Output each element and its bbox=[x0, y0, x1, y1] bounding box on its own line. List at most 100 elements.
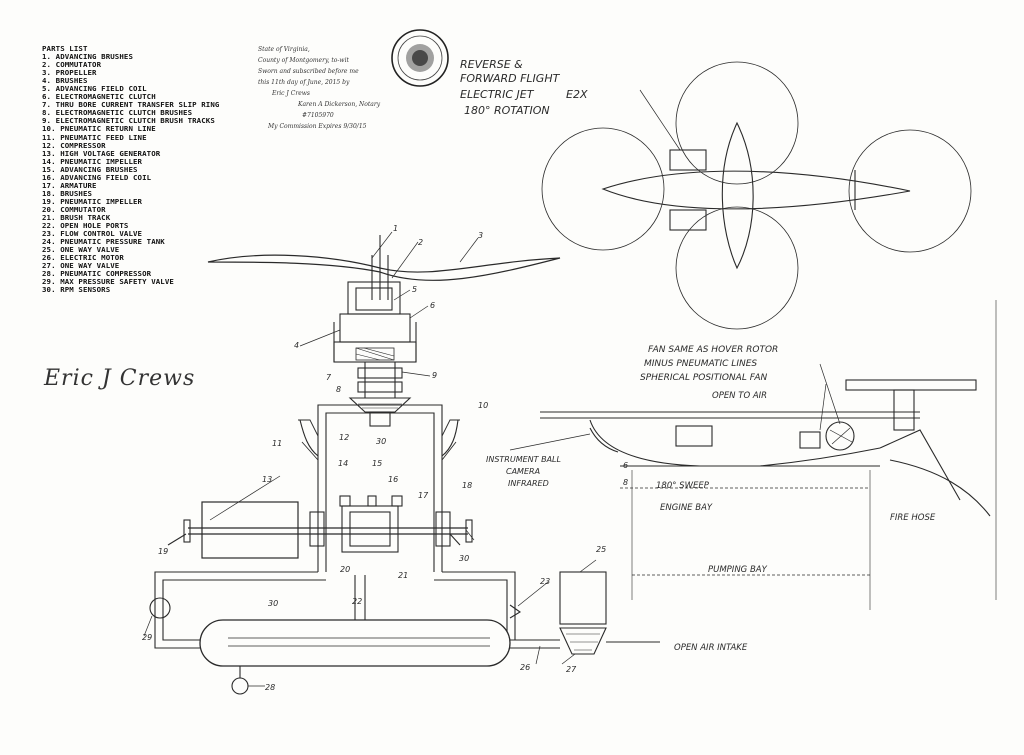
label-side-mark-8: 8 bbox=[623, 478, 628, 487]
label-engine-bay: ENGINE BAY bbox=[660, 503, 713, 513]
parts-list-item: 11. PNEUMATIC FEED LINE bbox=[42, 132, 147, 142]
parts-list-item: 3. PROPELLER bbox=[42, 68, 97, 78]
parts-list-item: 2. COMMUTATOR bbox=[42, 60, 102, 70]
callout-number: 5 bbox=[412, 285, 417, 294]
parts-list-item: 22. OPEN HOLE PORTS bbox=[42, 221, 129, 231]
parts-list-item: 5. ADVANCING FIELD COIL bbox=[42, 84, 147, 94]
notary-line: Karen A Dickerson, Notary bbox=[298, 101, 381, 108]
quad-rotor-top-view bbox=[541, 61, 972, 330]
callout-number: 9 bbox=[432, 371, 437, 380]
parts-list-item: 13. HIGH VOLTAGE GENERATOR bbox=[42, 148, 161, 158]
parts-list-item: 20. COMMUTATOR bbox=[42, 204, 106, 214]
notary-line: State of Virginia, bbox=[258, 46, 310, 53]
parts-list-item: 23. FLOW CONTROL VALVE bbox=[42, 229, 143, 239]
callout-number: 25 bbox=[596, 545, 606, 554]
label-fan-note-1: FAN SAME AS HOVER ROTOR bbox=[648, 345, 778, 355]
parts-list-item: 9. ELECTROMAGNETIC CLUTCH BRUSH TRACKS bbox=[42, 116, 215, 126]
electric-motor-compressor bbox=[559, 571, 660, 655]
label-flight-line1: REVERSE & bbox=[460, 58, 523, 71]
callout-number: 18 bbox=[462, 481, 472, 490]
label-infrared: INFRARED bbox=[508, 479, 549, 488]
notary-line: County of Montgomery, to-wit bbox=[258, 57, 349, 64]
parts-list-item: 12. COMPRESSOR bbox=[42, 140, 106, 150]
label-fan-note-3: SPHERICAL POSITIONAL FAN bbox=[640, 373, 768, 383]
pneumatic-lines bbox=[149, 571, 522, 649]
parts-list-item: 27. ONE WAY VALVE bbox=[42, 261, 120, 271]
notary-line: Eric J Crews bbox=[272, 90, 310, 97]
side-profile-view bbox=[540, 300, 997, 610]
notary-block: State of Virginia, County of Montgomery, … bbox=[258, 44, 438, 132]
parts-list-item: 29. MAX PRESSURE SAFETY VALVE bbox=[42, 277, 174, 287]
label-flight-line2: FORWARD FLIGHT bbox=[460, 72, 561, 85]
label-side-mark-6: 6 bbox=[623, 461, 628, 470]
parts-list-item: 17. ARMATURE bbox=[42, 180, 97, 190]
callout-number: 12 bbox=[339, 433, 349, 442]
parts-list-item: 6. ELECTROMAGNETIC CLUTCH bbox=[42, 92, 156, 102]
notary-seal bbox=[391, 29, 449, 87]
label-open-to-air: OPEN TO AIR bbox=[712, 391, 767, 401]
callout-number: 16 bbox=[388, 475, 398, 484]
parts-list-item: 28. PNEUMATIC COMPRESSOR bbox=[42, 269, 152, 279]
label-sweep: 180° SWEEP bbox=[656, 481, 710, 491]
parts-list-item: 25. ONE WAY VALVE bbox=[42, 245, 120, 255]
callout-number: 14 bbox=[338, 459, 348, 468]
callout-number: 27 bbox=[566, 665, 577, 674]
callout-number: 30 bbox=[268, 599, 278, 608]
notary-line: this 11th day of June, 2015 by bbox=[258, 79, 350, 86]
label-instrument-ball: INSTRUMENT BALL bbox=[486, 455, 561, 464]
parts-list-item: 4. BRUSHES bbox=[42, 76, 88, 86]
pneumatic-frame bbox=[298, 404, 460, 572]
callout-number: 1 bbox=[393, 224, 398, 233]
callout-number: 7 bbox=[326, 373, 332, 382]
label-fire-hose: FIRE HOSE bbox=[890, 513, 936, 523]
notary-line: #7105970 bbox=[302, 112, 334, 119]
parts-list-item: 18. BRUSHES bbox=[42, 188, 93, 198]
callout-number: 15 bbox=[372, 459, 382, 468]
generator-shaft bbox=[167, 495, 473, 559]
callout-number: 23 bbox=[540, 577, 550, 586]
callout-number: 30 bbox=[376, 437, 386, 446]
inventor-signature: Eric J Crews bbox=[44, 366, 196, 391]
parts-list-title: PARTS LIST bbox=[42, 44, 88, 53]
parts-list-item: 14. PNEUMATIC IMPELLER bbox=[42, 156, 143, 166]
parts-list-item: 8. ELECTROMAGNETIC CLUTCH BRUSHES bbox=[42, 108, 193, 118]
callout-number: 3 bbox=[478, 231, 483, 240]
parts-list-item: 15. ADVANCING BRUSHES bbox=[42, 164, 138, 174]
callout-number: 20 bbox=[340, 565, 350, 574]
callout-leaders bbox=[143, 89, 841, 687]
pressure-tank bbox=[199, 619, 560, 695]
callout-number: 2 bbox=[418, 238, 423, 247]
callout-number: 30 bbox=[459, 554, 469, 563]
parts-list-item: 30. RPM SENSORS bbox=[42, 285, 111, 295]
notary-line: My Commission Expires 9/30/15 bbox=[268, 123, 367, 130]
callout-number: 29 bbox=[142, 633, 152, 642]
callout-number: 4 bbox=[294, 341, 299, 350]
label-open-air-intake: OPEN AIR INTAKE bbox=[674, 643, 748, 653]
parts-list-item: 21. BRUSH TRACK bbox=[42, 212, 111, 222]
parts-list-item: 19. PNEUMATIC IMPELLER bbox=[42, 196, 143, 206]
callout-number: 26 bbox=[520, 663, 530, 672]
callout-number: 22 bbox=[352, 597, 362, 606]
parts-list-item: 24. PNEUMATIC PRESSURE TANK bbox=[42, 237, 165, 247]
label-fan-note-2: MINUS PNEUMATIC LINES bbox=[644, 359, 757, 369]
label-flight-tag: E2X bbox=[566, 88, 588, 101]
callout-number: 13 bbox=[262, 475, 272, 484]
callout-number: 19 bbox=[158, 547, 168, 556]
callout-number: 28 bbox=[265, 683, 275, 692]
parts-list-item: 16. ADVANCING FIELD COIL bbox=[42, 172, 152, 182]
callout-number: 8 bbox=[336, 385, 341, 394]
parts-list-item: 7. THRU BORE CURRENT TRANSFER SLIP RING bbox=[42, 100, 220, 110]
rotor-motor-assembly bbox=[333, 281, 417, 427]
callout-number: 6 bbox=[430, 301, 435, 310]
parts-list-item: 26. ELECTRIC MOTOR bbox=[42, 253, 124, 263]
label-flight-line3: ELECTRIC JET bbox=[460, 88, 535, 101]
label-camera: CAMERA bbox=[506, 467, 540, 476]
notary-line: Sworn and subscribed before me bbox=[258, 68, 359, 75]
label-flight-line4: 180° ROTATION bbox=[464, 104, 550, 117]
parts-list-item: 1. ADVANCING BRUSHES bbox=[42, 52, 133, 62]
label-pumping-bay: PUMPING BAY bbox=[708, 565, 768, 575]
